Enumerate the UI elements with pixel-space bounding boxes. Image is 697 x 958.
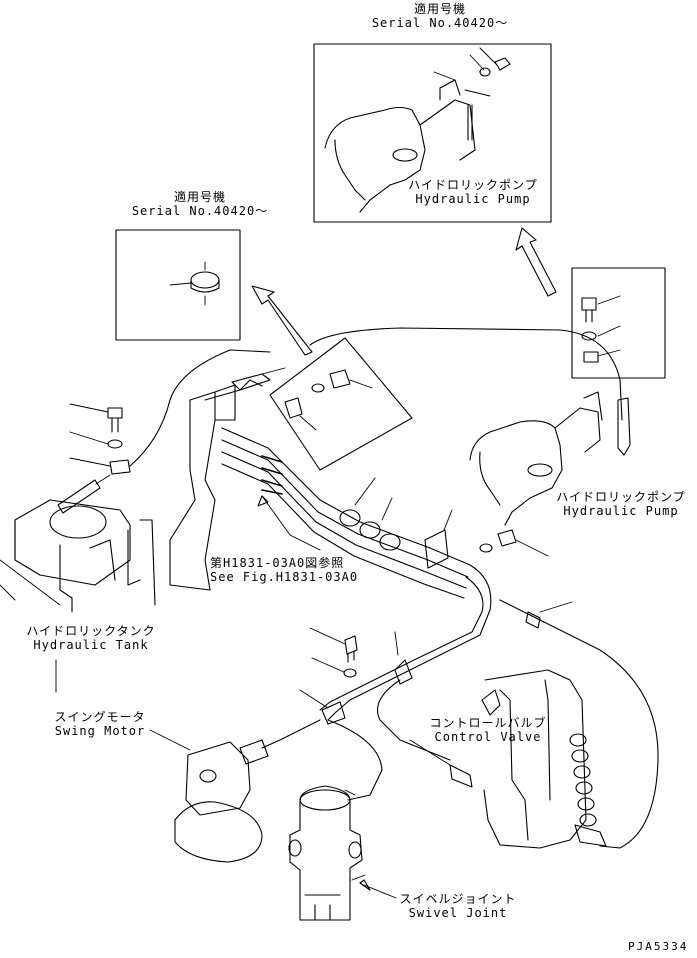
see-fig-leader [257, 495, 321, 551]
valve-spools [569, 733, 597, 827]
pump-jp: ハイドロリックポンプ [556, 490, 686, 504]
inset-left-jp: 適用号機 [173, 190, 226, 204]
swing-en: Swing Motor [54, 724, 146, 738]
swivel-joint-drawing [288, 785, 397, 921]
valve-jp: コントロールバルブ [429, 716, 547, 730]
tank-en: Hydraulic Tank [33, 638, 149, 652]
swing-motor-drawing [149, 729, 269, 863]
inset-top-jp: 適用号機 [413, 2, 466, 16]
swivel-joint-label: スイベルジョイント Swivel Joint [388, 892, 528, 920]
arrow-to-left-inset [251, 285, 313, 356]
inset-top-title: 適用号機 Serial No.40420～ [340, 2, 540, 30]
pump-en: Hydraulic Pump [563, 504, 679, 518]
pump-label: ハイドロリックポンプ Hydraulic Pump [546, 490, 696, 518]
control-valve-label: コントロールバルブ Control Valve [418, 716, 558, 744]
control-valve-drawing [409, 669, 607, 849]
tank-jp: ハイドロリックタンク [26, 624, 156, 638]
inset-left-box [115, 229, 241, 341]
see-fig-jp: 第H1831-03A0図参照 [210, 556, 345, 570]
part-code: PJA5334 [628, 940, 689, 953]
swivel-jp: スイベルジョイント [399, 892, 517, 906]
frame-bracket [169, 367, 286, 591]
inset-left-serial: Serial No.40420～ [131, 204, 269, 218]
swing-jp: スイングモータ [54, 710, 146, 724]
hydraulic-tank-drawing [0, 474, 156, 693]
arrow-to-top-inset [515, 227, 557, 297]
pump-inset-en: Hydraulic Pump [415, 192, 531, 206]
valve-en: Control Valve [434, 730, 542, 744]
inset-top-serial: Serial No.40420～ [371, 16, 509, 30]
hydraulic-pump-drawing [469, 267, 666, 526]
swing-motor-label: スイングモータ Swing Motor [40, 710, 160, 738]
swivel-en: Swivel Joint [408, 906, 508, 920]
pump-inset-jp: ハイドロリックポンプ [408, 178, 538, 192]
pipe-runs [261, 564, 492, 801]
pump-hose-loop [309, 327, 659, 849]
inset-top-box [313, 43, 552, 223]
see-fig-label: 第H1831-03A0図参照 See Fig.H1831-03A0 [210, 556, 358, 584]
tank-fasteners [69, 349, 271, 475]
pump-inset-label: ハイドロリックポンプ Hydraulic Pump [398, 178, 548, 206]
clamp-plate [269, 337, 413, 471]
see-fig-en: See Fig.H1831-03A0 [210, 570, 359, 584]
tank-label: ハイドロリックタンク Hydraulic Tank [16, 624, 166, 652]
inset-left-title: 適用号機 Serial No.40420～ [100, 190, 300, 218]
hose-bundle [221, 427, 549, 599]
